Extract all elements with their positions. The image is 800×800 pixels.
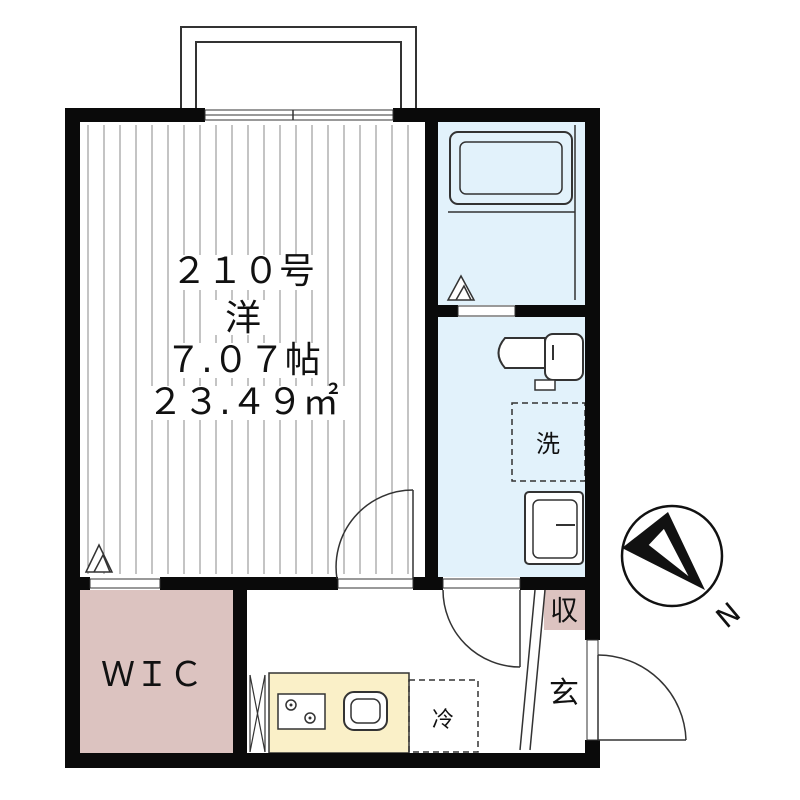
wic-floor: [80, 590, 233, 753]
wash-basin: [524, 491, 584, 565]
walls: [65, 108, 600, 768]
triangle-markers: [84, 274, 476, 573]
wic-door-opening: [89, 578, 161, 589]
room-number-label: ２１０号: [171, 251, 315, 292]
entrance-step: [519, 589, 546, 751]
compass-north-label: N: [710, 596, 747, 635]
storage-floor: [544, 590, 585, 630]
room-area-label: ２３.４９㎡: [147, 381, 338, 423]
western-room-floor: [80, 122, 425, 577]
washroom-sliding-door: [457, 305, 516, 317]
kitchen-cabinet: [249, 674, 266, 753]
fridge-space: [408, 679, 479, 753]
washroom-door: [442, 589, 521, 668]
balcony-window: [204, 109, 394, 121]
room-tatami-label: ７.０７帖: [165, 340, 320, 381]
bathtub: [448, 125, 576, 300]
balcony: [180, 26, 417, 113]
wic-label: ＷＩＣ: [101, 655, 203, 695]
toilet: [497, 333, 584, 391]
washroom-opening: [442, 578, 521, 589]
washer-label: 洗: [536, 430, 560, 458]
bathroom-floor: [438, 122, 585, 305]
western-room-flooring-lines: [87, 125, 409, 574]
fridge-label: 冷: [432, 708, 454, 733]
kitchen-counter: [268, 672, 410, 754]
entrance-door: [586, 639, 687, 741]
compass-icon: [620, 504, 724, 608]
room-type-label: 洋: [225, 298, 261, 339]
entrance-label: 玄: [549, 676, 579, 711]
storage-label: 収: [550, 594, 578, 627]
room-door: [335, 489, 414, 589]
